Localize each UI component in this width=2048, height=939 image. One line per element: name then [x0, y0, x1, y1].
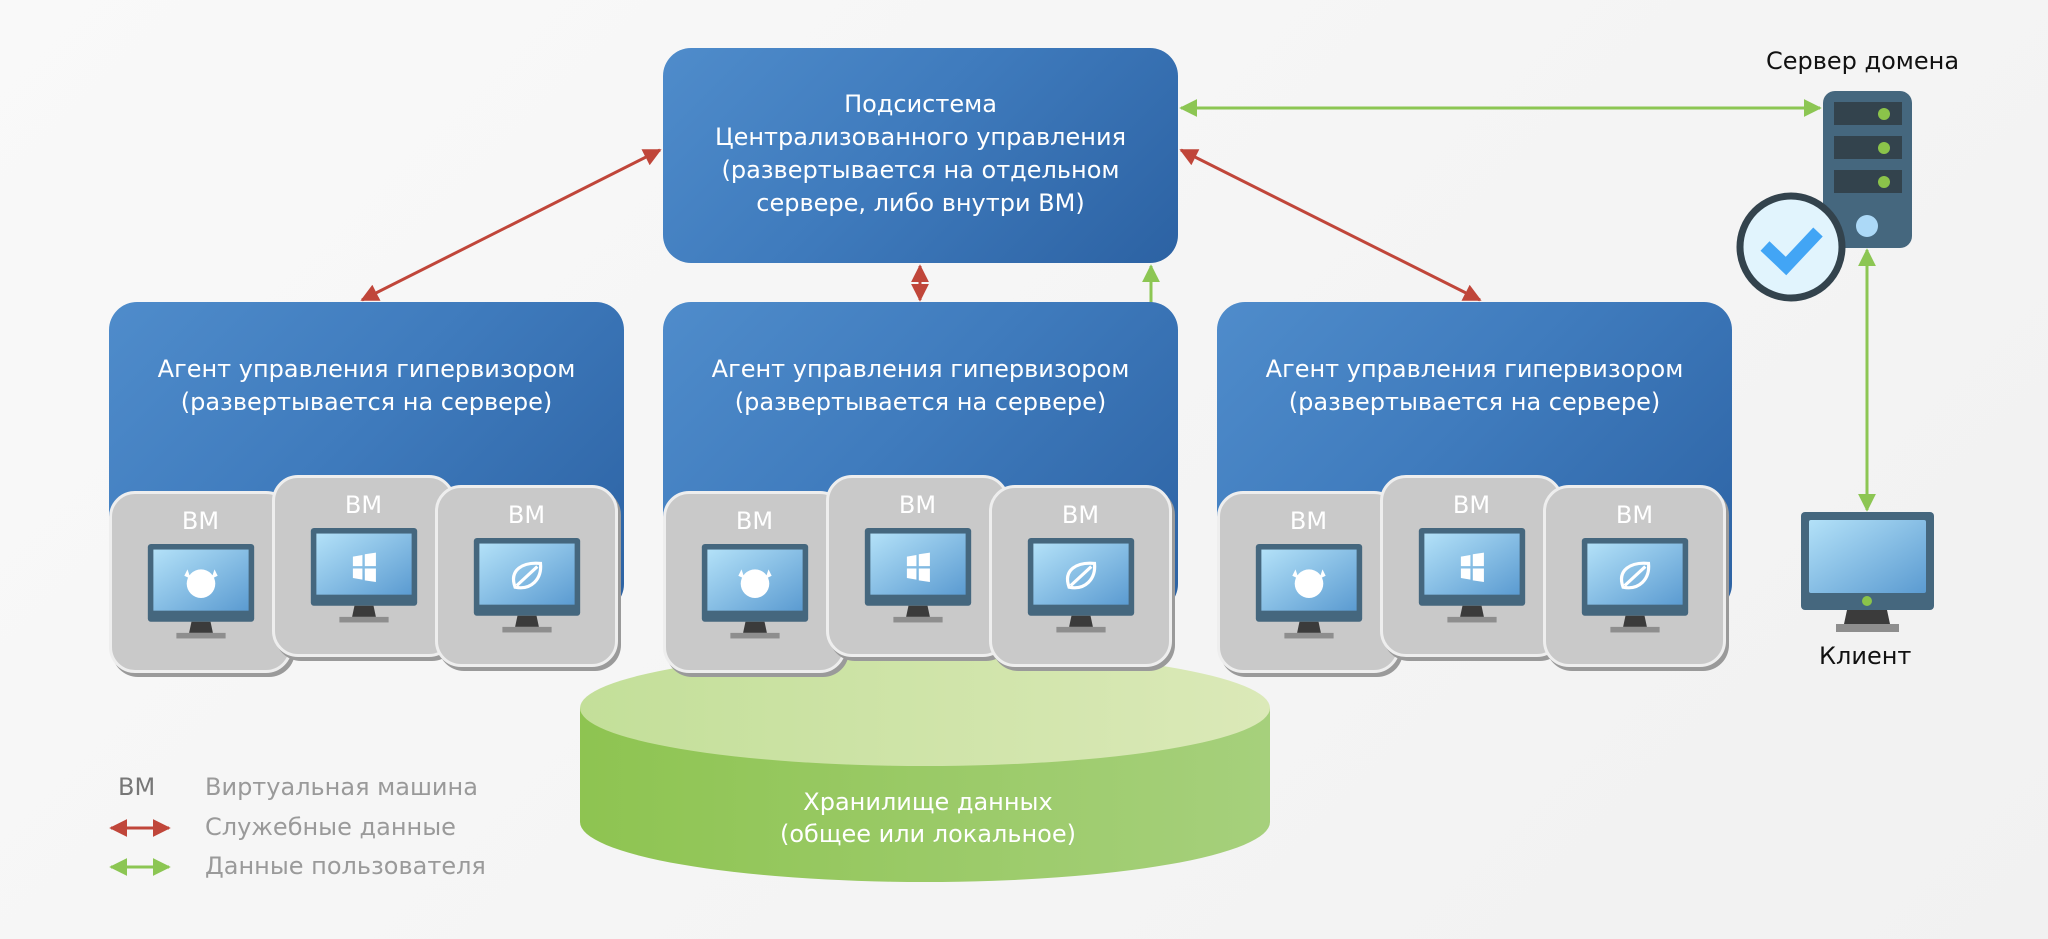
- leaf-linux-icon: [1066, 561, 1097, 590]
- vm-label: ВМ: [1061, 501, 1100, 529]
- vm-monitor-icon: [864, 528, 972, 623]
- vm-card[interactable]: ВМ: [1217, 491, 1400, 673]
- windows-icon: [352, 552, 376, 582]
- vm-card[interactable]: ВМ: [109, 491, 292, 673]
- storage-cylinder: [580, 650, 1270, 882]
- vm-monitor-icon: [701, 544, 809, 639]
- agent-title: Агент управления гипервизором: [157, 355, 576, 383]
- storage-label: Хранилище данных (общее или локальное): [578, 786, 1278, 850]
- agent-title: Агент управления гипервизором: [711, 355, 1130, 383]
- check-badge-icon: [1736, 192, 1846, 302]
- leaf-linux-icon: [1620, 561, 1651, 590]
- legend-vm-text: Виртуальная машина: [205, 773, 478, 801]
- vm-card[interactable]: ВМ: [1543, 485, 1726, 667]
- vm-monitor-icon: [1255, 544, 1363, 639]
- vm-card[interactable]: ВМ: [663, 491, 846, 673]
- freebsd-icon: [184, 569, 218, 598]
- domain-server-label: Сервер домена: [1766, 47, 1960, 75]
- central-line-1: Подсистема: [844, 90, 997, 118]
- vm-monitor-icon: [1418, 528, 1526, 623]
- vm-card[interactable]: ВМ: [272, 475, 455, 657]
- storage-subtitle: (общее или локальное): [780, 820, 1076, 848]
- vm-card[interactable]: ВМ: [826, 475, 1009, 657]
- vm-monitor-icon: [1027, 538, 1135, 633]
- windows-icon: [1460, 552, 1484, 582]
- server-icon: [1823, 91, 1912, 248]
- vm-card[interactable]: ВМ: [989, 485, 1172, 667]
- central-line-4: сервере, либо внутри ВМ): [756, 189, 1085, 217]
- leaf-linux-icon: [512, 561, 543, 590]
- vm-card[interactable]: ВМ: [1380, 475, 1563, 657]
- legend-user-text: Данные пользователя: [205, 852, 486, 880]
- service-arrow-central-agent1: [360, 148, 662, 302]
- legend-vm-abbr: ВМ: [118, 773, 156, 801]
- agent-subtitle: (развертывается на сервере): [734, 388, 1107, 416]
- central-line-3: (развертывается на отдельном: [721, 156, 1120, 184]
- vm-label: ВМ: [898, 491, 937, 519]
- vm-monitor-icon: [473, 538, 581, 633]
- agent-subtitle: (развертывается на сервере): [180, 388, 553, 416]
- vm-label: ВМ: [1452, 491, 1491, 519]
- vm-card[interactable]: ВМ: [435, 485, 618, 667]
- agent-title: Агент управления гипервизором: [1265, 355, 1684, 383]
- agent-subtitle: (развертывается на сервере): [1288, 388, 1661, 416]
- vm-label: ВМ: [507, 501, 546, 529]
- storage-title: Хранилище данных: [803, 788, 1053, 816]
- vm-label: ВМ: [344, 491, 383, 519]
- central-line-2: Централизованного управления: [714, 123, 1127, 151]
- vm-monitor-icon: [147, 544, 255, 639]
- client-label: Клиент: [1819, 642, 1912, 670]
- client-monitor-icon: [1801, 512, 1934, 632]
- vm-monitor-icon: [310, 528, 418, 623]
- central-management-box[interactable]: Подсистема Централизованного управления …: [663, 48, 1178, 263]
- vm-label: ВМ: [181, 507, 220, 535]
- windows-icon: [906, 552, 930, 582]
- service-arrow-central-agent3: [1179, 148, 1482, 302]
- vm-monitor-icon: [1581, 538, 1689, 633]
- freebsd-icon: [738, 569, 772, 598]
- vm-label: ВМ: [735, 507, 774, 535]
- freebsd-icon: [1292, 569, 1326, 598]
- vm-label: ВМ: [1615, 501, 1654, 529]
- vm-label: ВМ: [1289, 507, 1328, 535]
- legend-service-text: Служебные данные: [205, 813, 456, 841]
